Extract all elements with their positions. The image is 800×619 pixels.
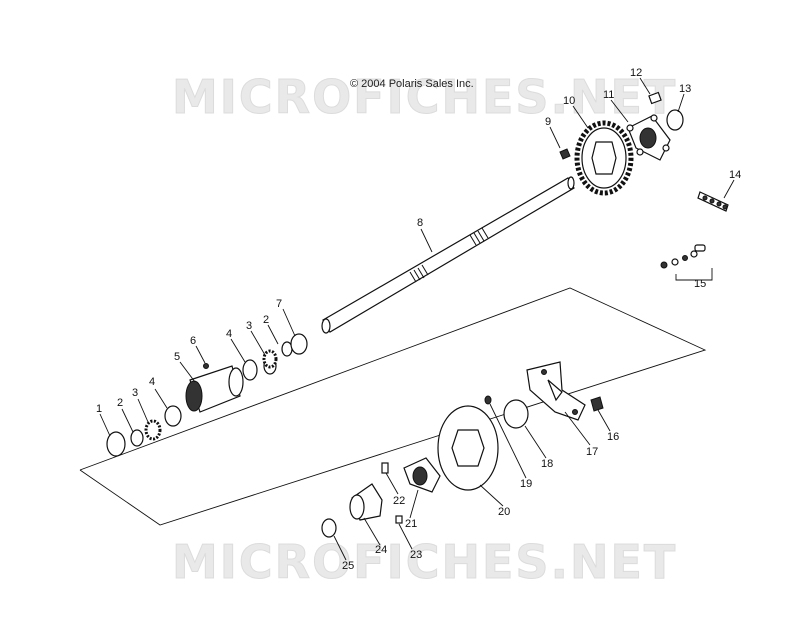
copyright-text: © 2004 Polaris Sales Inc.	[350, 78, 474, 90]
callout-23: 23	[410, 549, 422, 561]
callout-7: 7	[276, 298, 282, 310]
ring-part	[321, 518, 337, 538]
callout-21: 21	[405, 518, 417, 530]
bolt-short-part	[395, 515, 403, 524]
bolt-part	[648, 91, 662, 105]
assembly-outline	[79, 287, 707, 526]
o-ring-part	[130, 429, 144, 447]
callout-11: 11	[603, 89, 614, 101]
watermark-top: MICROFICHES.NET	[172, 70, 677, 124]
clip-part	[503, 399, 529, 429]
nut-small-part	[484, 395, 492, 405]
bearing-part	[144, 419, 162, 441]
grease-fitting-part	[203, 363, 209, 369]
chain-link	[697, 191, 729, 212]
callout-9: 9	[545, 116, 551, 128]
callout-1: 1	[96, 403, 102, 415]
snap-ring-part	[666, 109, 684, 131]
housing	[349, 483, 383, 521]
callout-24: 24	[375, 544, 387, 556]
callout-8: 8	[417, 217, 423, 229]
callout-labels: 1 2 3 4 5 6 4 3 2 7 8 9 10 11 12 13 14 1…	[96, 67, 741, 572]
seal-part	[106, 431, 126, 457]
callout-4-right: 4	[226, 328, 232, 340]
callout-14: 14	[729, 169, 741, 181]
callout-10: 10	[563, 95, 575, 107]
callout-3-right: 3	[246, 320, 252, 332]
callout-2: 2	[117, 397, 123, 409]
callout-20: 20	[498, 506, 510, 518]
bearing-part-right-2	[262, 349, 278, 369]
callout-13: 13	[679, 83, 691, 95]
callout-5: 5	[174, 351, 180, 363]
callout-4: 4	[149, 376, 155, 388]
disc-hub	[403, 457, 441, 493]
master-link-kit	[660, 244, 713, 281]
spacer-part-right	[242, 359, 258, 381]
sprocket-hub	[626, 114, 671, 161]
callout-6: 6	[190, 335, 196, 347]
caliper-bracket	[526, 361, 586, 421]
nut-flanged-part	[590, 396, 604, 412]
brake-disc	[437, 405, 499, 491]
callout-16: 16	[607, 431, 619, 443]
callout-22: 22	[393, 495, 405, 507]
nut-part	[559, 148, 571, 160]
callout-17: 17	[586, 446, 598, 458]
callout-18: 18	[541, 458, 553, 470]
callout-25: 25	[342, 560, 354, 572]
sprocket	[574, 120, 634, 196]
leader-lines	[99, 77, 735, 561]
callout-15: 15	[694, 278, 706, 290]
seal-part-right	[290, 333, 308, 355]
spacer-part	[164, 405, 182, 427]
callout-12: 12	[630, 67, 642, 79]
callout-3: 3	[132, 387, 138, 399]
bearing-carrier	[185, 365, 244, 413]
bolt-small-part	[381, 462, 389, 474]
axle-shaft	[321, 176, 575, 334]
watermark-bottom: MICROFICHES.NET	[172, 535, 677, 589]
callout-19: 19	[520, 478, 532, 490]
callout-2-right: 2	[263, 314, 269, 326]
